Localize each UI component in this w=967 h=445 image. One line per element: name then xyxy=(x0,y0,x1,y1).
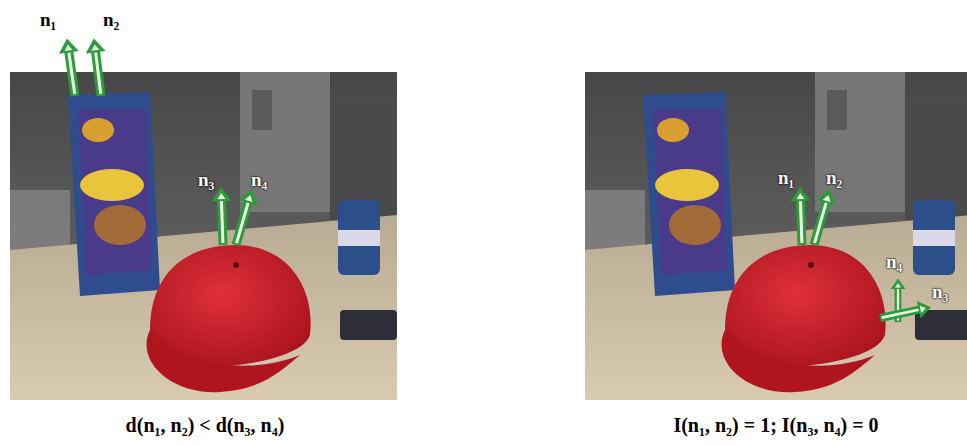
normal-label: n₃ xyxy=(932,282,948,303)
caption-formula: d(n₁, n₂) < d(n₃, n₄) xyxy=(126,414,285,436)
normal-label: n₁ xyxy=(40,10,56,31)
normal-label: n₂ xyxy=(103,10,119,31)
normal-label: n₄ xyxy=(886,252,902,273)
normal-label: n₂ xyxy=(826,168,842,189)
normal-label: n₄ xyxy=(251,170,267,191)
caption-formula: I(n₁, n₂) = 1; I(n₃, n₄) = 0 xyxy=(673,414,878,436)
normal-label: n₃ xyxy=(198,170,214,191)
normal-label: n₁ xyxy=(778,168,794,189)
